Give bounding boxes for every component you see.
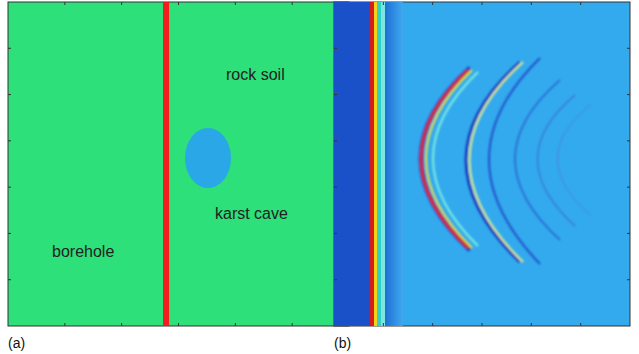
direct-wave-band (377, 2, 381, 326)
karst-cave (185, 128, 231, 188)
direct-wave-band (381, 2, 385, 326)
direct-wave-band (370, 2, 374, 326)
reflection-hyperbolas (421, 58, 590, 264)
borehole-line (163, 2, 169, 326)
panel-label: (b) (334, 334, 351, 352)
radar-profile (334, 2, 630, 326)
direct-wave-band (334, 2, 370, 326)
direct-wave-band (385, 2, 403, 326)
rock-region (8, 2, 349, 326)
direct-wave-band (374, 2, 377, 326)
region-label: karst cave (215, 205, 288, 223)
region-label: rock soil (226, 66, 285, 84)
panel-label: (a) (8, 334, 25, 352)
region-label: borehole (52, 243, 114, 261)
